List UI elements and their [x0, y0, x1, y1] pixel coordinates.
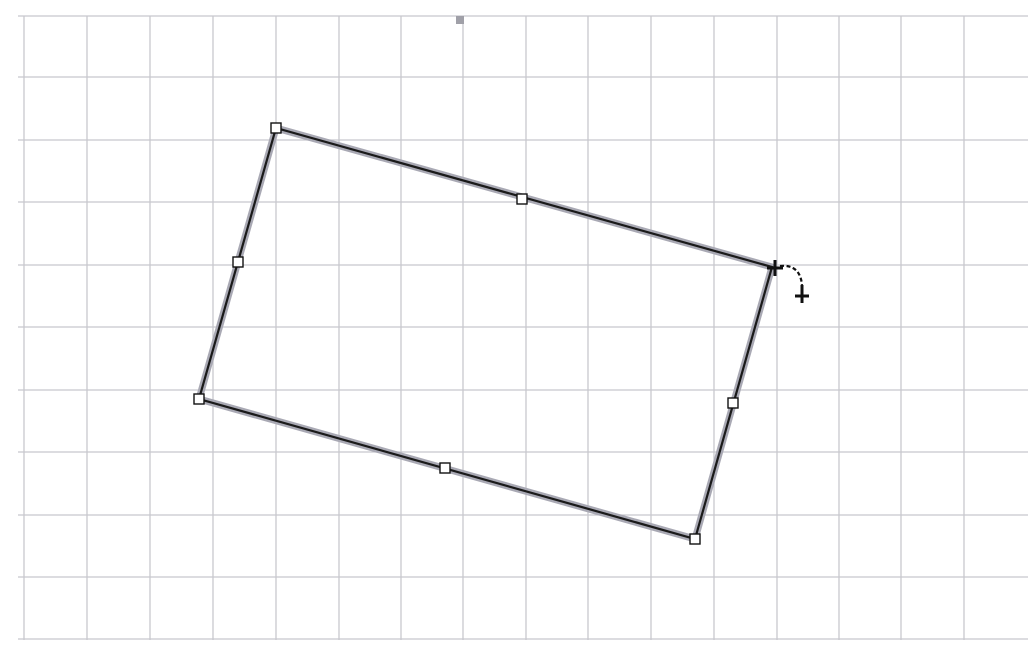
handle-top-middle[interactable]	[516, 193, 528, 205]
handle-right-middle[interactable]	[727, 397, 739, 409]
handle-top-left[interactable]	[270, 122, 282, 134]
handle-bottom-left[interactable]	[193, 393, 205, 405]
rotate-cursor-icon[interactable]	[767, 260, 809, 303]
handle-left-middle[interactable]	[232, 256, 244, 268]
handle-bottom-right[interactable]	[689, 533, 701, 545]
selection-halo	[195, 124, 776, 543]
rotation-origin-indicator	[456, 16, 464, 24]
handle-bottom-middle[interactable]	[439, 462, 451, 474]
grid-lines	[18, 15, 1028, 640]
selection-handles	[193, 122, 739, 545]
rotated-rectangle-shape[interactable]	[195, 124, 776, 543]
